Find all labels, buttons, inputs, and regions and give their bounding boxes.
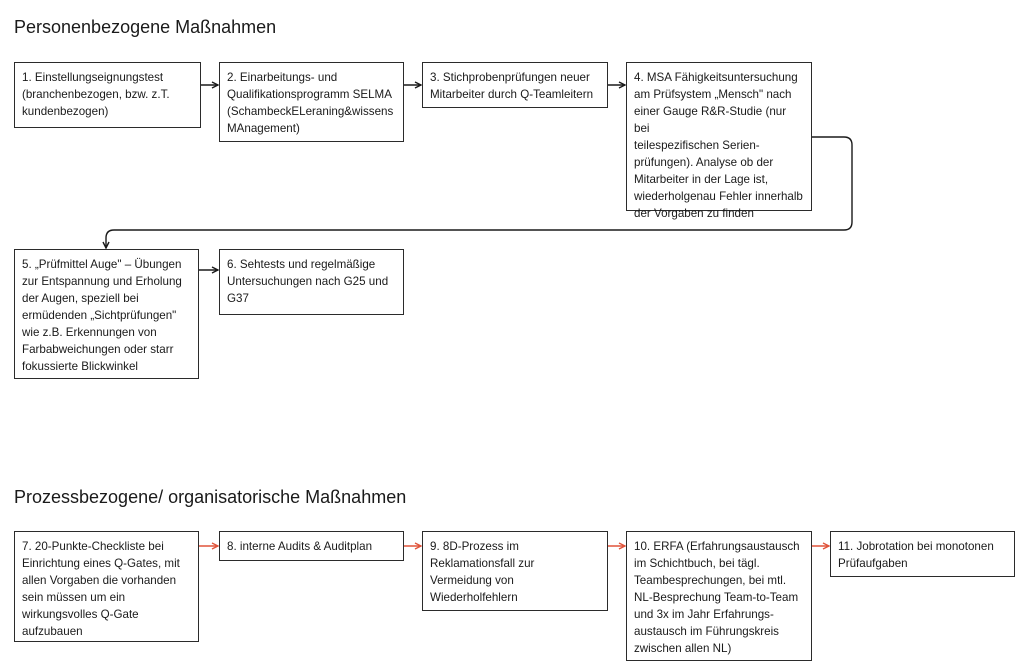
step-box-1: 1. Einstellungseignungstest (branchenbez… [14, 62, 201, 128]
step-box-2: 2. Einarbeitungs- und Qualifikationsprog… [219, 62, 404, 142]
arrow-4-5 [106, 136, 853, 248]
step-box-9: 9. 8D-Prozess im Reklamationsfall zur Ve… [422, 531, 608, 611]
section-title-process: Prozessbezogene/ organisatorische Maßnah… [14, 487, 407, 507]
step-box-11: 11. Jobrotation bei monotonen Prüfaufgab… [830, 531, 1015, 577]
step-box-5: 5. „Prüfmittel Auge" – Übungen zur Entsp… [14, 249, 199, 379]
step-box-3: 3. Stichprobenprüfungen neuer Mitarbeite… [422, 62, 608, 108]
step-box-7: 7. 20-Punkte-Checkliste bei Einrichtung … [14, 531, 199, 642]
step-box-4: 4. MSA Fähigkeitsuntersuchung am Prüfsys… [626, 62, 812, 220]
section-title-personal: Personenbezogene Maßnahmen [14, 17, 277, 37]
step-box-8: 8. interne Audits & Auditplan [219, 531, 404, 561]
step-box-6: 6. Sehtests und regelmäßige Untersuchung… [219, 249, 404, 315]
step-box-10: 10. ERFA (Erfahrungsaustausch im Schicht… [626, 531, 812, 661]
